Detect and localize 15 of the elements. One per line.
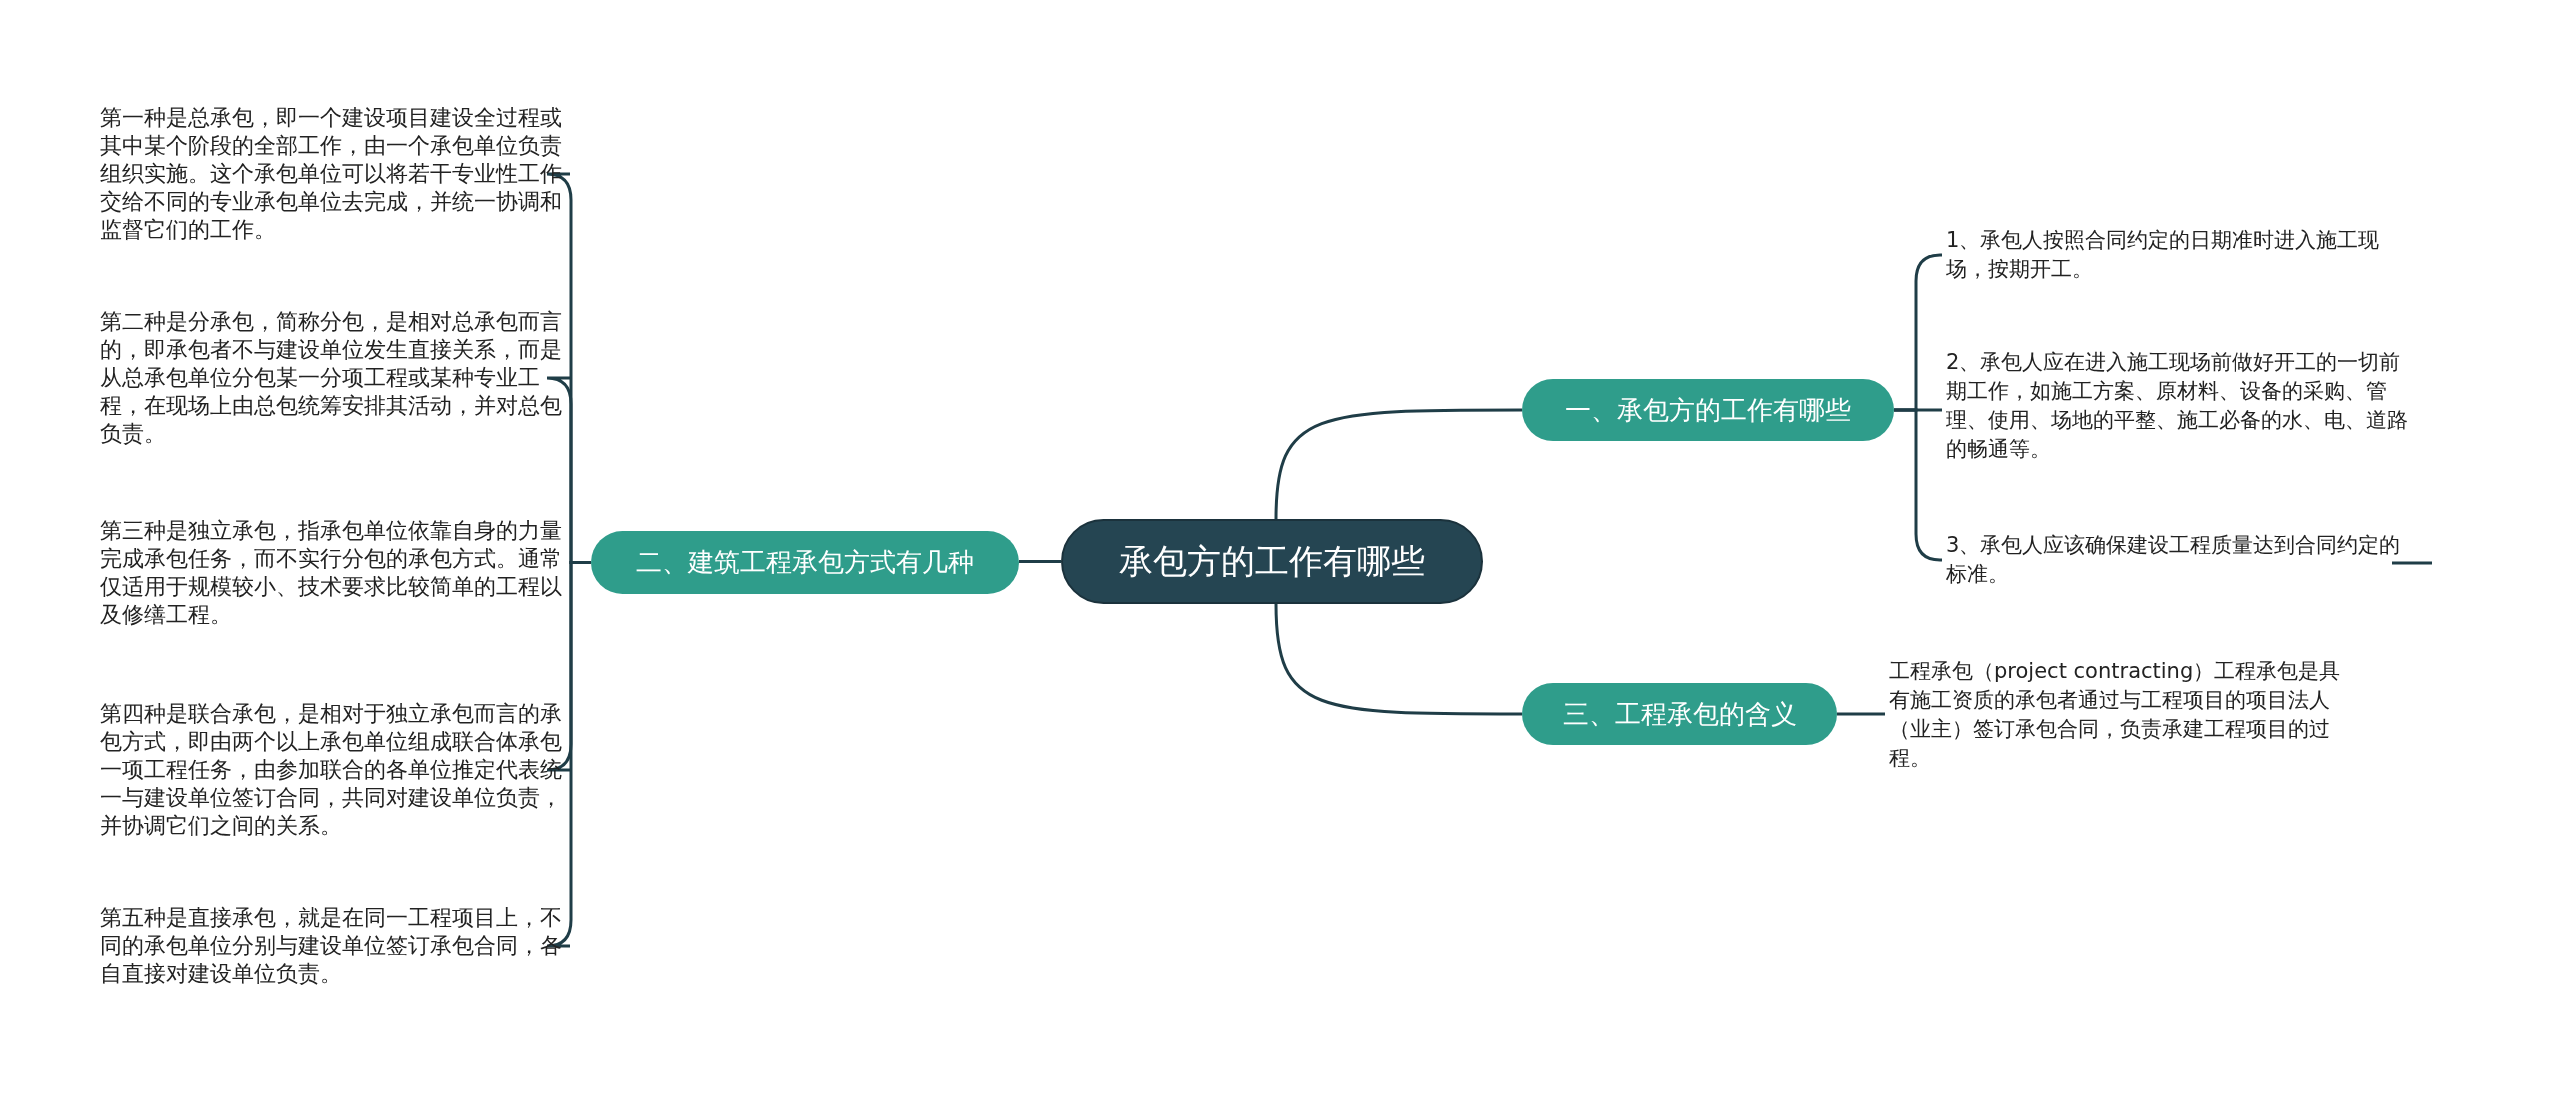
connector-line: [1019, 560, 1061, 563]
connector-line: [1274, 603, 1522, 716]
topic-text: 工程承包（project contracting）工程承包是具有施工资质的承包者通过与工程项目的项目法人（业主）签订承包合同，负责承建工程项目的过程。: [1889, 657, 2359, 773]
branch-topic: 三、工程承包的含义: [1522, 683, 1837, 745]
central-topic: 承包方的工作有哪些: [1061, 519, 1483, 604]
connector-line: [545, 561, 591, 948]
topic-text: 第三种是独立承包，指承包单位依靠自身的力量完成承包任务，而不实行分包的承包方式。通常仅适用于规模较小、技术要求比较简单的工程以及修缮工程。: [100, 517, 562, 629]
topic-text: 第二种是分承包，简称分包，是相对总承包而言的，即承包者不与建设单位发生直接关系，而是从总承包单位分包某一分项工程或某种专业工程，在现场上由总包统筹安排其活动，并对总包负责。: [100, 308, 562, 448]
topic-text: 1、承包人按照合同约定的日期准时进入施工现场，按期开工。: [1946, 226, 2416, 284]
topic-text: 3、承包人应该确保建设工程质量达到合同约定的标准。: [1946, 531, 2416, 589]
connector-line: [1274, 408, 1522, 520]
topic-text: 2、承包人应在进入施工现场前做好开工的一切前期工作，如施工方案、原材料、设备的采购、管理、使用、场地的平整、施工必备的水、电、道路的畅通等。: [1946, 348, 2416, 464]
branch-topic: 二、建筑工程承包方式有几种: [591, 531, 1019, 594]
connector-line: [1837, 712, 1885, 716]
branch-topic: 一、承包方的工作有哪些: [1522, 379, 1894, 441]
